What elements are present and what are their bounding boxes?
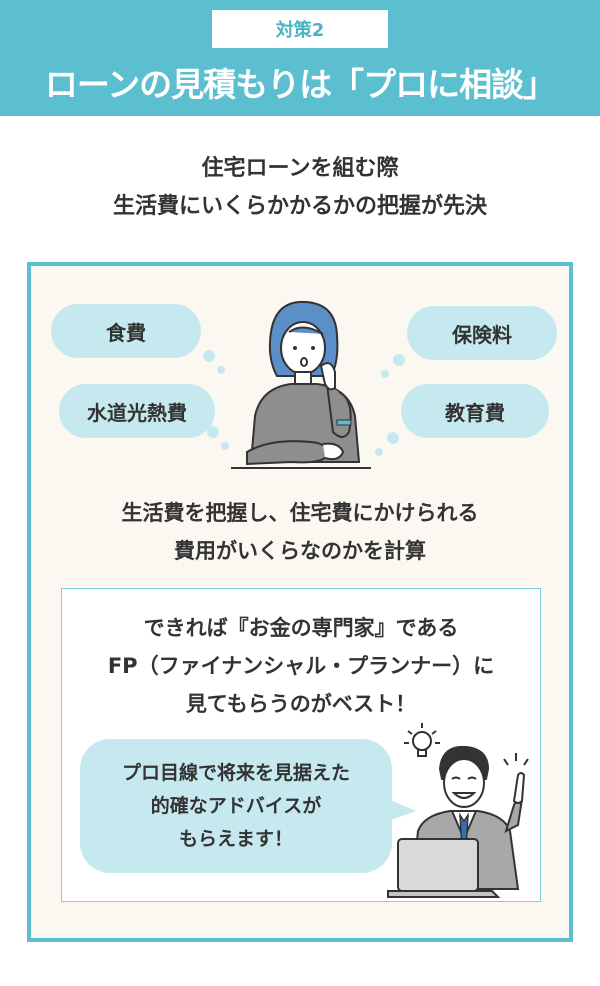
subtitle-line-2: 生活費にいくらかかるかの把握が先決 [112, 194, 487, 219]
header-banner: 対策2 ローンの見積もりは「プロに相談」 [0, 0, 600, 116]
advice-line-2: FP（ファイナンシャル・プランナー）に [107, 654, 495, 678]
bubble-dot [207, 426, 219, 438]
advice-box: できれば『お金の専門家』である FP（ファイナンシャル・プランナー）に 見てもら… [61, 588, 541, 902]
subtitle-line-1: 住宅ローンを組む際 [201, 156, 399, 181]
bubble-dot [221, 442, 229, 450]
bubble-dot [217, 366, 225, 374]
bubble-utilities-label: 水道光熱費 [87, 400, 187, 425]
speech-line-3: もらえます！ [178, 828, 293, 850]
lightbulb-icon [404, 723, 440, 757]
speech-bubble: プロ目線で将来を見据えた 的確なアドバイスが もらえます！ [80, 739, 392, 873]
description-line-1: 生活費を把握し、住宅費にかけられる [121, 501, 479, 525]
bubble-education-label: 教育費 [445, 400, 505, 425]
bubble-education: 教育費 [401, 384, 549, 438]
bubble-insurance-label: 保険料 [452, 322, 512, 347]
description-line-2: 費用がいくらなのかを計算 [174, 539, 426, 563]
advice-line-3: 見てもらうのがベスト！ [185, 692, 417, 716]
advice-line-1: できれば『お金の専門家』である [143, 616, 459, 640]
page-title: ローンの見積もりは「プロに相談」 [44, 65, 556, 104]
info-panel: 食費 保険料 水道光熱費 教育費 生活費を把 [27, 262, 573, 942]
laptop-icon [387, 838, 501, 898]
speech-tail [388, 799, 416, 821]
bubble-insurance: 保険料 [407, 306, 557, 360]
bubble-food-label: 食費 [106, 320, 146, 345]
bubble-food: 食費 [51, 304, 201, 358]
thinking-woman-illustration [231, 300, 371, 469]
bubble-dot [393, 354, 405, 366]
description: 生活費を把握し、住宅費にかけられる 費用がいくらなのかを計算 [31, 494, 569, 570]
advice-text: できれば『お金の専門家』である FP（ファイナンシャル・プランナー）に 見てもら… [62, 609, 540, 723]
bubble-dot [375, 448, 383, 456]
section-badge: 対策2 [212, 10, 388, 48]
speech-text: プロ目線で将来を見据えた 的確なアドバイスが もらえます！ [80, 757, 392, 856]
subtitle: 住宅ローンを組む際 生活費にいくらかかるかの把握が先決 [0, 150, 600, 226]
bubble-dot [387, 432, 399, 444]
bubble-dot [381, 370, 389, 378]
speech-line-1: プロ目線で将来を見据えた [121, 762, 350, 784]
bubble-dot [203, 350, 215, 362]
speech-line-2: 的確なアドバイスが [150, 795, 322, 817]
bubble-utilities: 水道光熱費 [59, 384, 215, 438]
